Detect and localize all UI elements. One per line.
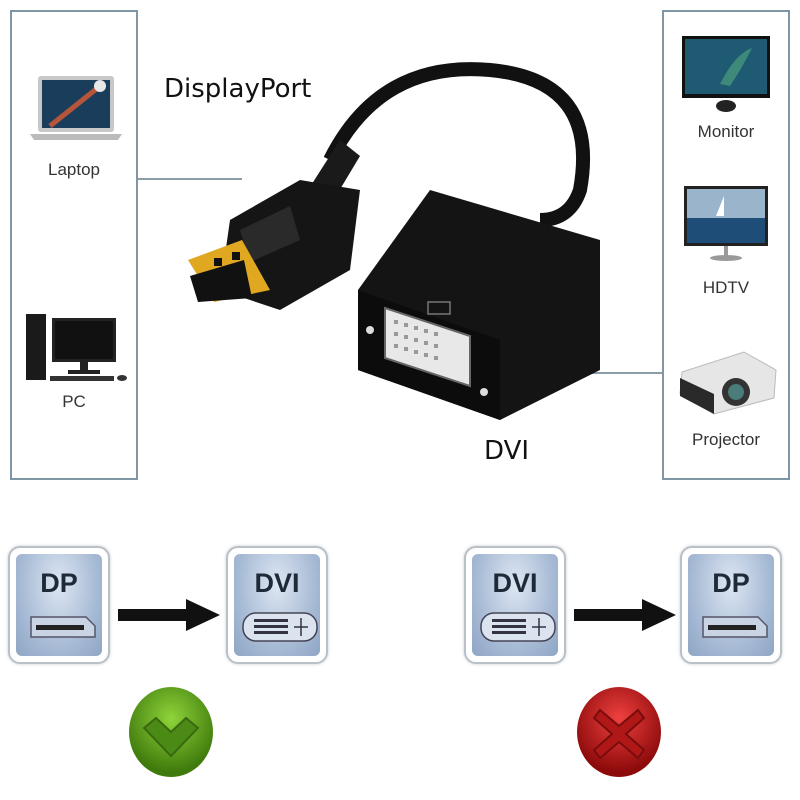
dp-source-label: DP (40, 568, 78, 598)
displayport-connector-icon (30, 616, 96, 638)
right-connector-line (557, 372, 662, 374)
dvi-label: DVI (484, 436, 530, 466)
monitor-icon (682, 36, 770, 112)
source-devices-panel: Laptop PC (10, 10, 138, 480)
dvi-source-card: DVI (464, 546, 566, 664)
dvi-target-label: DVI (254, 568, 300, 598)
dvi-source-label: DVI (492, 568, 538, 598)
hdtv-device: HDTV (664, 184, 788, 304)
arrow-dvi-to-dp (574, 609, 644, 621)
arrow-head-icon (186, 599, 220, 631)
arrow-head-icon (642, 599, 676, 631)
arrow-dp-to-dvi (118, 609, 188, 621)
displayport-connector-icon (702, 616, 768, 638)
monitor-label: Monitor (697, 122, 755, 141)
hdtv-icon (684, 186, 768, 261)
projector-device: Projector (664, 342, 788, 462)
dp-target-label: DP (712, 568, 750, 598)
dp-to-dvi-adapter-image (188, 62, 600, 420)
laptop-icon (30, 76, 122, 140)
pc-label: PC (62, 392, 86, 411)
desktop-pc-icon (26, 314, 127, 381)
check-icon (129, 687, 213, 777)
laptop-label: Laptop (48, 160, 100, 179)
projector-label: Projector (691, 430, 761, 449)
dvi-connector-icon (480, 612, 556, 642)
displayport-label: DisplayPort (164, 74, 312, 104)
monitor-device: Monitor (664, 34, 788, 144)
left-connector-line (138, 178, 242, 180)
cross-icon (577, 687, 661, 777)
dvi-connector-icon (242, 612, 318, 642)
projector-icon (679, 351, 777, 415)
hdtv-label: HDTV (702, 278, 750, 297)
laptop-device: Laptop (12, 72, 136, 192)
dp-target-card: DP (680, 546, 782, 664)
pc-device: PC (12, 312, 136, 422)
display-devices-panel: Monitor HDTV Projector (662, 10, 790, 480)
dvi-target-card: DVI (226, 546, 328, 664)
dp-source-card: DP (8, 546, 110, 664)
